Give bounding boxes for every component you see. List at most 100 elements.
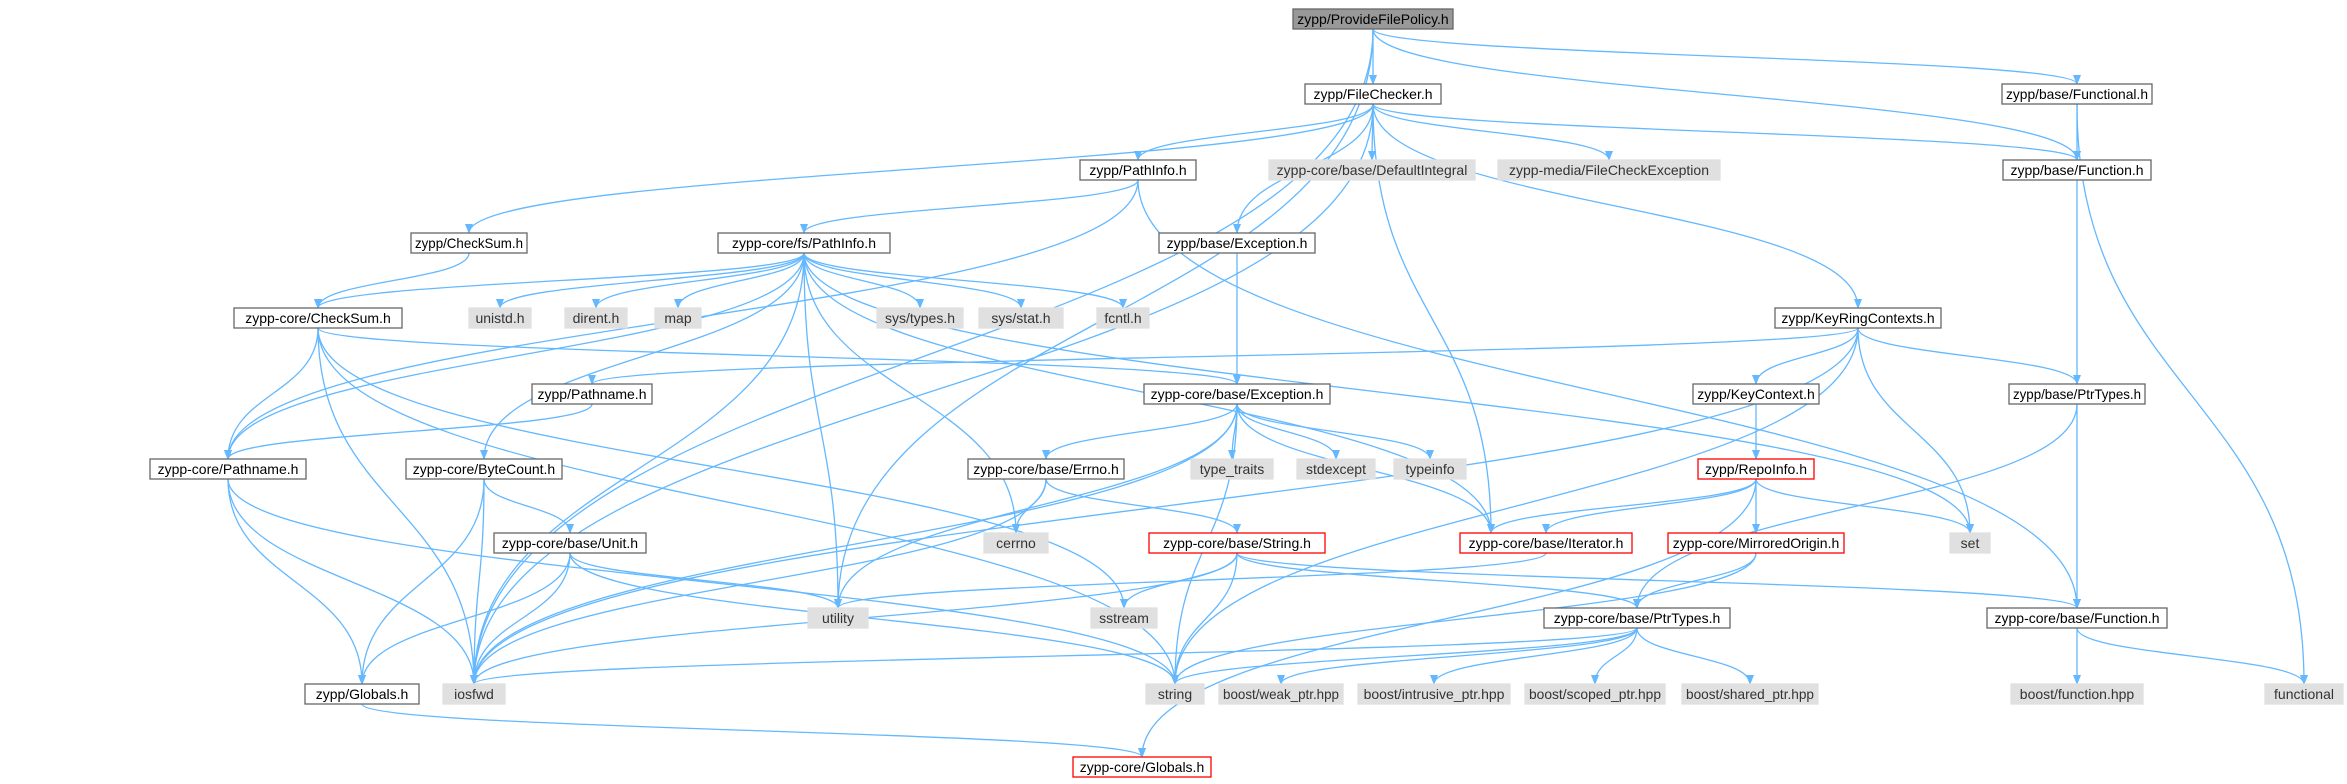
edge-checksum-to-corechecksum <box>314 252 470 309</box>
node-box-baseptrtypes <box>2008 383 2146 405</box>
node-label-corechecksum: zypp-core/CheckSum.h <box>245 310 391 326</box>
node-box-unistd <box>468 307 532 329</box>
node-pathname[interactable]: zypp/Pathname.h <box>531 383 653 405</box>
node-repoinfo[interactable]: zypp/RepoInfo.h <box>1697 458 1815 480</box>
node-label-systypes: sys/types.h <box>885 310 955 326</box>
node-box-sstream <box>1090 607 1158 629</box>
node-coreglobals[interactable]: zypp-core/Globals.h <box>1072 756 1212 778</box>
node-label-boostfunction: boost/function.hpp <box>2020 686 2135 702</box>
node-box-coreptrtypes <box>1543 607 1731 629</box>
edge-unit-to-utility <box>569 552 842 609</box>
edge-keyring-to-set <box>1857 327 1974 534</box>
node-box-coreglobals <box>1072 756 1212 778</box>
node-unit[interactable]: zypp-core/base/Unit.h <box>493 532 647 554</box>
node-pathinfo[interactable]: zypp/PathInfo.h <box>1079 159 1197 181</box>
edge-baseptrtypes-to-coreptrtypes <box>1633 403 2078 609</box>
node-box-scopedptr <box>1524 683 1666 705</box>
node-box-unit <box>493 532 647 554</box>
node-label-coreexception: zypp-core/base/Exception.h <box>1151 386 1324 402</box>
edge-filechecker-to-filecheckexc <box>1372 103 1613 161</box>
edge-fspathinfo-to-corepathname <box>224 252 805 460</box>
node-coreexception[interactable]: zypp-core/base/Exception.h <box>1143 383 1331 405</box>
node-label-string: string <box>1158 686 1192 702</box>
edge-coreexception-to-errno <box>1042 403 1238 460</box>
node-corepathname[interactable]: zypp-core/Pathname.h <box>149 458 307 480</box>
node-keyring[interactable]: zypp/KeyRingContexts.h <box>1774 307 1942 329</box>
edge-filechecker-to-keyring <box>1372 103 1862 309</box>
node-fspathinfo[interactable]: zypp-core/fs/PathInfo.h <box>717 232 891 254</box>
node-baseptrtypes[interactable]: zypp/base/PtrTypes.h <box>2008 383 2146 405</box>
node-box-typeinfo <box>1393 458 1467 480</box>
edge-pathinfo-to-corefunction <box>1137 179 2081 609</box>
node-label-string_h: zypp-core/base/String.h <box>1163 535 1311 551</box>
edge-coreptrtypes-to-intrusiveptr <box>1430 627 1638 685</box>
node-globals[interactable]: zypp/Globals.h <box>304 683 420 705</box>
node-box-fspathinfo <box>717 232 891 254</box>
node-box-errno <box>967 458 1125 480</box>
node-box-filechecker <box>1304 83 1442 105</box>
node-exception_h[interactable]: zypp/base/Exception.h <box>1158 232 1316 254</box>
node-string_h[interactable]: zypp-core/base/String.h <box>1148 532 1326 554</box>
node-box-functional <box>2264 683 2344 705</box>
edge-coreexception-to-utility <box>834 403 1238 609</box>
node-label-globals: zypp/Globals.h <box>316 686 409 702</box>
node-corefunction[interactable]: zypp-core/base/Function.h <box>1986 607 2168 629</box>
edge-corechecksum-to-sstream <box>317 327 1128 609</box>
node-label-typeinfo: typeinfo <box>1405 461 1454 477</box>
node-bytecount[interactable]: zypp-core/ByteCount.h <box>405 458 563 480</box>
edge-fspathinfo-to-systypes <box>803 252 924 309</box>
node-label-sstream: sstream <box>1099 610 1149 626</box>
node-label-pathname: zypp/Pathname.h <box>538 386 647 402</box>
node-label-iosfwd: iosfwd <box>454 686 494 702</box>
node-functional_h[interactable]: zypp/base/Functional.h <box>2001 83 2153 105</box>
node-label-bytecount: zypp-core/ByteCount.h <box>413 461 555 477</box>
node-keycontext[interactable]: zypp/KeyContext.h <box>1692 383 1820 405</box>
edge-bytecount-to-iosfwd <box>470 478 485 685</box>
node-box-corepathname <box>149 458 307 480</box>
node-cerrno: cerrno <box>983 532 1049 554</box>
node-box-weakptr <box>1218 683 1344 705</box>
node-label-corepathname: zypp-core/Pathname.h <box>158 461 299 477</box>
node-box-cerrno <box>983 532 1049 554</box>
edge-repoinfo-to-set <box>1755 478 1974 534</box>
edge-unit-to-string <box>569 552 1179 685</box>
node-label-map: map <box>664 310 691 326</box>
node-mirrored[interactable]: zypp-core/MirroredOrigin.h <box>1667 532 1845 554</box>
node-box-sysstat <box>978 307 1064 329</box>
node-label-iterator: zypp-core/base/Iterator.h <box>1469 535 1624 551</box>
node-label-weakptr: boost/weak_ptr.hpp <box>1223 686 1339 702</box>
node-box-keycontext <box>1692 383 1820 405</box>
node-label-intrusiveptr: boost/intrusive_ptr.hpp <box>1364 686 1505 702</box>
edge-coreptrtypes-to-scopedptr <box>1591 627 1638 685</box>
node-checksum[interactable]: zypp/CheckSum.h <box>410 232 528 254</box>
edge-fspathinfo-to-map <box>674 252 805 309</box>
node-filechecker[interactable]: zypp/FileChecker.h <box>1304 83 1442 105</box>
node-corechecksum[interactable]: zypp-core/CheckSum.h <box>233 307 403 329</box>
node-stdexcept: stdexcept <box>1296 458 1376 480</box>
node-box-bytecount <box>405 458 563 480</box>
edge-pathinfo-to-fspathinfo <box>800 179 1139 234</box>
node-errno[interactable]: zypp-core/base/Errno.h <box>967 458 1125 480</box>
node-layer: zypp/ProvideFilePolicy.h zypp/FileChecker… <box>149 8 2344 778</box>
node-sysstat: sys/stat.h <box>978 307 1064 329</box>
node-box-corefunction <box>1986 607 2168 629</box>
node-box-intrusiveptr <box>1357 683 1511 705</box>
node-functional: functional <box>2264 683 2344 705</box>
node-root[interactable]: zypp/ProvideFilePolicy.h <box>1292 8 1454 30</box>
edge-pathname-to-corepathname <box>224 403 593 460</box>
edge-functional_h-to-functional <box>2076 103 2308 685</box>
node-box-stdexcept <box>1296 458 1376 480</box>
node-label-cerrno: cerrno <box>996 535 1036 551</box>
edge-keyring-to-baseptrtypes <box>1857 327 2081 385</box>
node-box-repoinfo <box>1697 458 1815 480</box>
edge-coreexception-to-iosfwd <box>470 403 1238 685</box>
edge-fspathinfo-to-corechecksum <box>314 252 805 309</box>
node-coreptrtypes[interactable]: zypp-core/base/PtrTypes.h <box>1543 607 1731 629</box>
node-box-mirrored <box>1667 532 1845 554</box>
node-function_h[interactable]: zypp/base/Function.h <box>2002 159 2152 181</box>
edge-corepathname-to-string <box>227 478 1179 685</box>
edge-corechecksum-to-iosfwd <box>317 327 478 685</box>
edge-string_h-to-string <box>1171 552 1238 685</box>
node-iterator[interactable]: zypp-core/base/Iterator.h <box>1459 532 1633 554</box>
